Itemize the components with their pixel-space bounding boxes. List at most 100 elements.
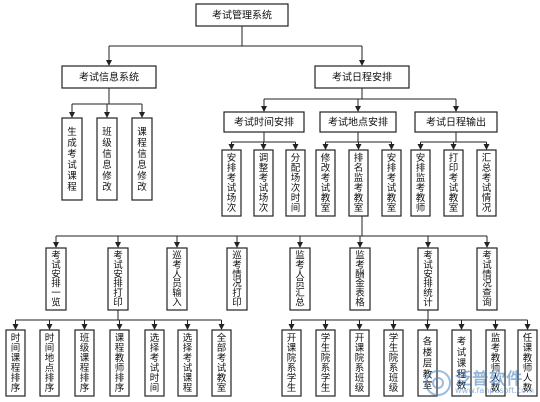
node-label-b14: 监考教师人数 <box>491 332 501 394</box>
node-label-r6: 监考酬金表格 <box>355 250 365 309</box>
node-t1: 安排考试场次 <box>221 149 242 217</box>
node-label-r4: 巡考情况打印 <box>232 251 242 309</box>
node-place: 考试地点安排 <box>319 111 397 133</box>
node-label-b4: 课程教师排序 <box>115 333 125 394</box>
node-label-info_c3: 课程信息修改 <box>137 127 147 193</box>
node-o3: 汇总考试情况 <box>476 149 497 217</box>
node-box-r8 <box>476 247 498 311</box>
node-b4: 课程教师排序 <box>109 329 130 397</box>
node-box-root <box>195 3 289 27</box>
node-box-info <box>61 65 157 89</box>
node-info: 考试信息系统 <box>61 65 157 89</box>
node-b6: 选择考试课程 <box>177 329 198 397</box>
node-label-r5: 监考人员汇总 <box>295 250 305 309</box>
node-label-p3: 安排考试教室 <box>387 152 397 214</box>
node-box-b15 <box>517 329 538 397</box>
node-r7: 考试安排统计 <box>417 247 439 311</box>
node-box-place <box>319 111 397 133</box>
node-label-b6: 选择考试课程 <box>183 332 193 394</box>
node-box-info_c2 <box>96 117 118 201</box>
node-o2: 打印考试教室 <box>443 149 464 217</box>
node-box-b5 <box>144 329 165 397</box>
node-box-o1 <box>410 149 431 217</box>
diagram-edges <box>12 26 531 330</box>
node-label-b2: 时间地点排序 <box>45 332 55 394</box>
node-box-r3 <box>166 247 188 311</box>
node-label-r7: 考试安排统计 <box>423 251 433 309</box>
node-label-o3: 汇总考试情况 <box>482 153 492 214</box>
node-label-r1: 考试安排一览 <box>51 251 61 309</box>
node-box-b4 <box>109 329 130 397</box>
node-box-p3 <box>381 149 402 217</box>
node-b3: 班级课程排序 <box>74 329 95 397</box>
node-label-p2: 排名监考教室 <box>354 152 364 214</box>
node-label-b15: 任课教师人数 <box>523 332 533 394</box>
node-label-sched: 考试日程安排 <box>332 71 392 84</box>
node-box-b1 <box>5 329 26 397</box>
node-r4: 巡考情况打印 <box>226 247 248 311</box>
node-box-b9 <box>315 329 336 397</box>
node-label-b9: 学生院系学生 <box>321 332 331 394</box>
node-b12: 各楼层教室 <box>417 329 438 397</box>
node-box-time <box>223 111 305 133</box>
node-b8: 开课院系学生 <box>281 329 302 397</box>
node-label-time: 考试时间安排 <box>234 116 294 129</box>
node-box-b10 <box>349 329 370 397</box>
node-p2: 排名监考教室 <box>348 149 369 217</box>
node-label-info_c1: 生成考试课程 <box>67 126 77 193</box>
node-label-b1: 时间课程排序 <box>11 332 21 394</box>
node-t2: 调整考试场次 <box>253 149 274 217</box>
node-label-b5: 选择考试时间 <box>150 332 160 394</box>
node-p3: 安排考试教室 <box>381 149 402 217</box>
node-b7: 全部考试教室 <box>211 329 232 397</box>
node-box-b3 <box>74 329 95 397</box>
node-b11: 学生院系班级 <box>383 329 404 397</box>
node-box-out <box>414 111 498 133</box>
node-b15: 任课教师人数 <box>517 329 538 397</box>
node-label-place: 考试地点安排 <box>328 116 388 129</box>
node-label-p1: 修改考试教室 <box>321 152 331 214</box>
node-box-r4 <box>226 247 248 311</box>
node-box-p1 <box>315 149 336 217</box>
node-box-r2 <box>107 247 129 311</box>
node-box-b13 <box>451 329 472 397</box>
node-label-b10: 开课院系班级 <box>355 333 365 394</box>
node-b14: 监考教师人数 <box>485 329 506 397</box>
node-sched: 考试日程安排 <box>314 65 410 89</box>
node-box-o3 <box>476 149 497 217</box>
node-box-r7 <box>417 247 439 311</box>
node-r2: 考试安排打印 <box>107 247 129 311</box>
node-box-b2 <box>39 329 60 397</box>
node-label-b13: 考试课程数 <box>457 337 467 392</box>
node-p1: 修改考试教室 <box>315 149 336 217</box>
node-box-t3 <box>285 149 306 217</box>
node-box-r5 <box>289 247 311 311</box>
node-box-r6 <box>349 247 371 311</box>
node-t3: 分配场次时间 <box>285 149 306 217</box>
node-b2: 时间地点排序 <box>39 329 60 397</box>
node-label-info: 考试信息系统 <box>79 71 139 84</box>
node-label-t1: 安排考试场次 <box>227 152 237 214</box>
node-label-b12: 各楼层教室 <box>423 336 433 392</box>
node-box-b14 <box>485 329 506 397</box>
node-label-t3: 分配场次时间 <box>291 153 301 214</box>
node-box-p2 <box>348 149 369 217</box>
node-label-r2: 考试安排打印 <box>113 251 123 309</box>
node-o1: 安排监考教师 <box>410 149 431 217</box>
node-b13: 考试课程数 <box>451 329 472 397</box>
node-box-sched <box>314 65 410 89</box>
node-box-b8 <box>281 329 302 397</box>
node-box-r1 <box>45 247 67 311</box>
node-label-o2: 打印考试教室 <box>449 152 459 214</box>
node-label-t2: 调整考试场次 <box>259 153 269 214</box>
node-label-b7: 全部考试教室 <box>217 332 227 394</box>
node-box-b7 <box>211 329 232 397</box>
node-b9: 学生院系学生 <box>315 329 336 397</box>
node-r6: 监考酬金表格 <box>349 247 371 311</box>
node-info_c2: 班级信息修改 <box>96 117 118 201</box>
node-box-t2 <box>253 149 274 217</box>
node-root: 考试管理系统 <box>195 3 289 27</box>
node-r1: 考试安排一览 <box>45 247 67 311</box>
node-info_c3: 课程信息修改 <box>131 117 153 201</box>
